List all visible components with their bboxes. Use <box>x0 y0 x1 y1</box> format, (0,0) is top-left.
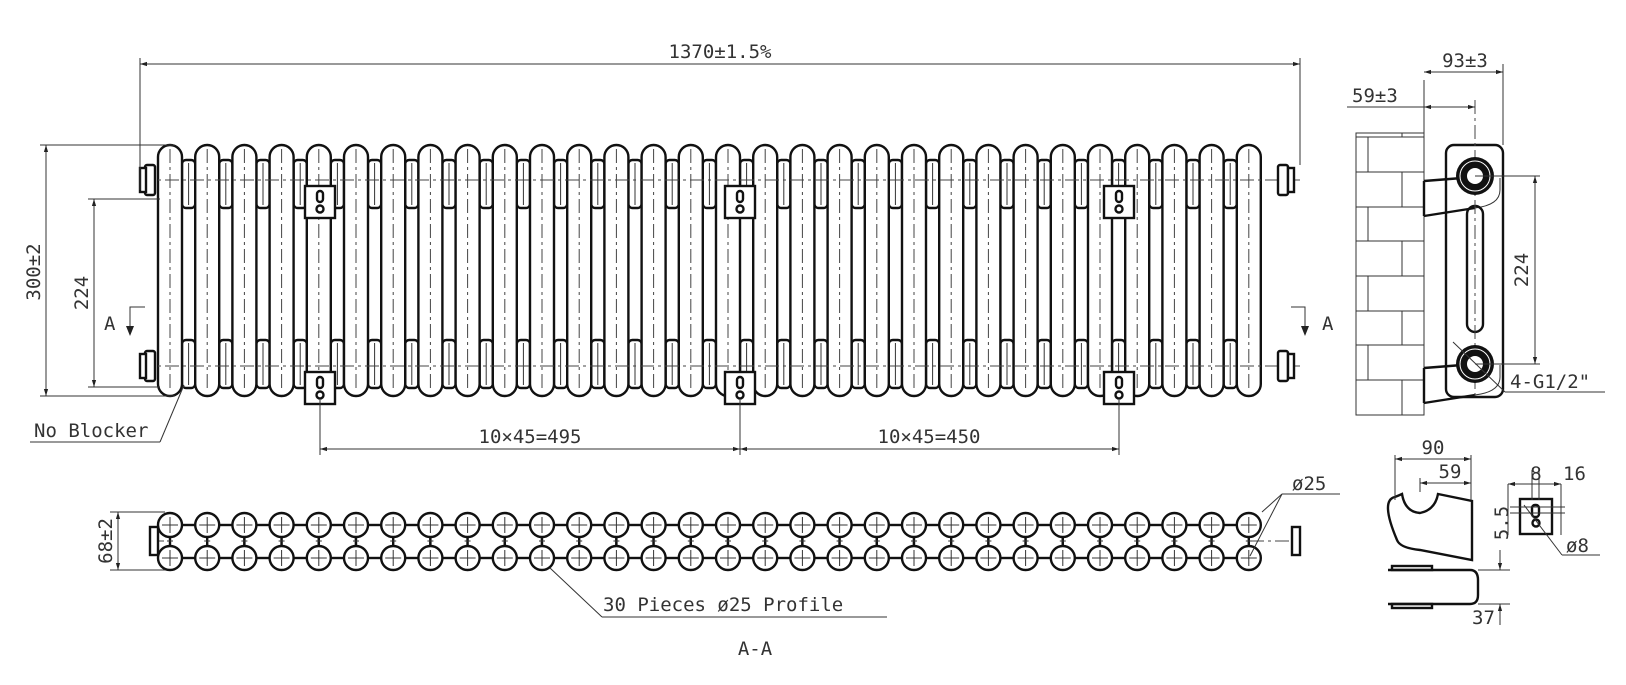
overall-width-label: 1370±1.5% <box>669 41 773 63</box>
bracket-spacing-right-label: 10×45=450 <box>878 426 981 448</box>
bracket-spacing-dimension: 10×45=495 10×45=450 <box>319 400 1120 455</box>
pipe-centres-dimension: 224 <box>71 198 160 388</box>
svg-text:A: A <box>1322 313 1334 335</box>
profile-note-label: 30 Pieces ø25 Profile <box>603 594 843 616</box>
tube-diameter-callout: ø25 <box>1249 473 1340 557</box>
side-pipe-centres-label: 224 <box>1511 253 1533 287</box>
no-blocker-label: No Blocker <box>34 420 148 442</box>
bracket-spacing-left-label: 10×45=495 <box>479 426 582 448</box>
hole-diameter-label: ø8 <box>1566 535 1589 557</box>
bracket-offset-label: 59 <box>1439 461 1462 483</box>
connections-label: 4-G1/2" <box>1510 371 1590 393</box>
plate-width-label: 16 <box>1563 463 1586 485</box>
bracket-length-label: 90 <box>1422 437 1445 459</box>
section-view-a-a <box>148 511 1302 572</box>
profile-note-callout: 30 Pieces ø25 Profile <box>549 567 887 618</box>
bracket-height-label: 37 <box>1472 607 1495 629</box>
overall-height-label: 300±2 <box>23 243 45 300</box>
bracket-detail: 90 59 8 16 5.5 ø8 37 <box>1386 437 1600 629</box>
section-marker-right: A <box>1291 306 1334 336</box>
slot-spacing-label: 5.5 <box>1491 506 1513 540</box>
section-depth-label: 68±2 <box>95 518 117 564</box>
side-view: 93±3 59±3 224 4-G1/2" <box>1347 50 1605 416</box>
section-depth-dimension: 68±2 <box>95 511 165 571</box>
side-depth-label: 93±3 <box>1442 50 1488 72</box>
section-title: A-A <box>738 638 773 660</box>
svg-text:A: A <box>104 313 116 335</box>
overall-width-dimension: 1370±1.5% <box>139 41 1301 190</box>
tube-diameter-label: ø25 <box>1292 473 1326 495</box>
section-marker-left: A <box>104 306 145 336</box>
no-blocker-callout: No Blocker <box>30 384 185 443</box>
front-view <box>138 143 1300 406</box>
slot-width-label: 8 <box>1530 463 1541 485</box>
wall-to-centre-label: 59±3 <box>1352 85 1398 107</box>
pipe-centres-label: 224 <box>71 276 93 310</box>
overall-height-dimension: 300±2 <box>23 144 175 397</box>
